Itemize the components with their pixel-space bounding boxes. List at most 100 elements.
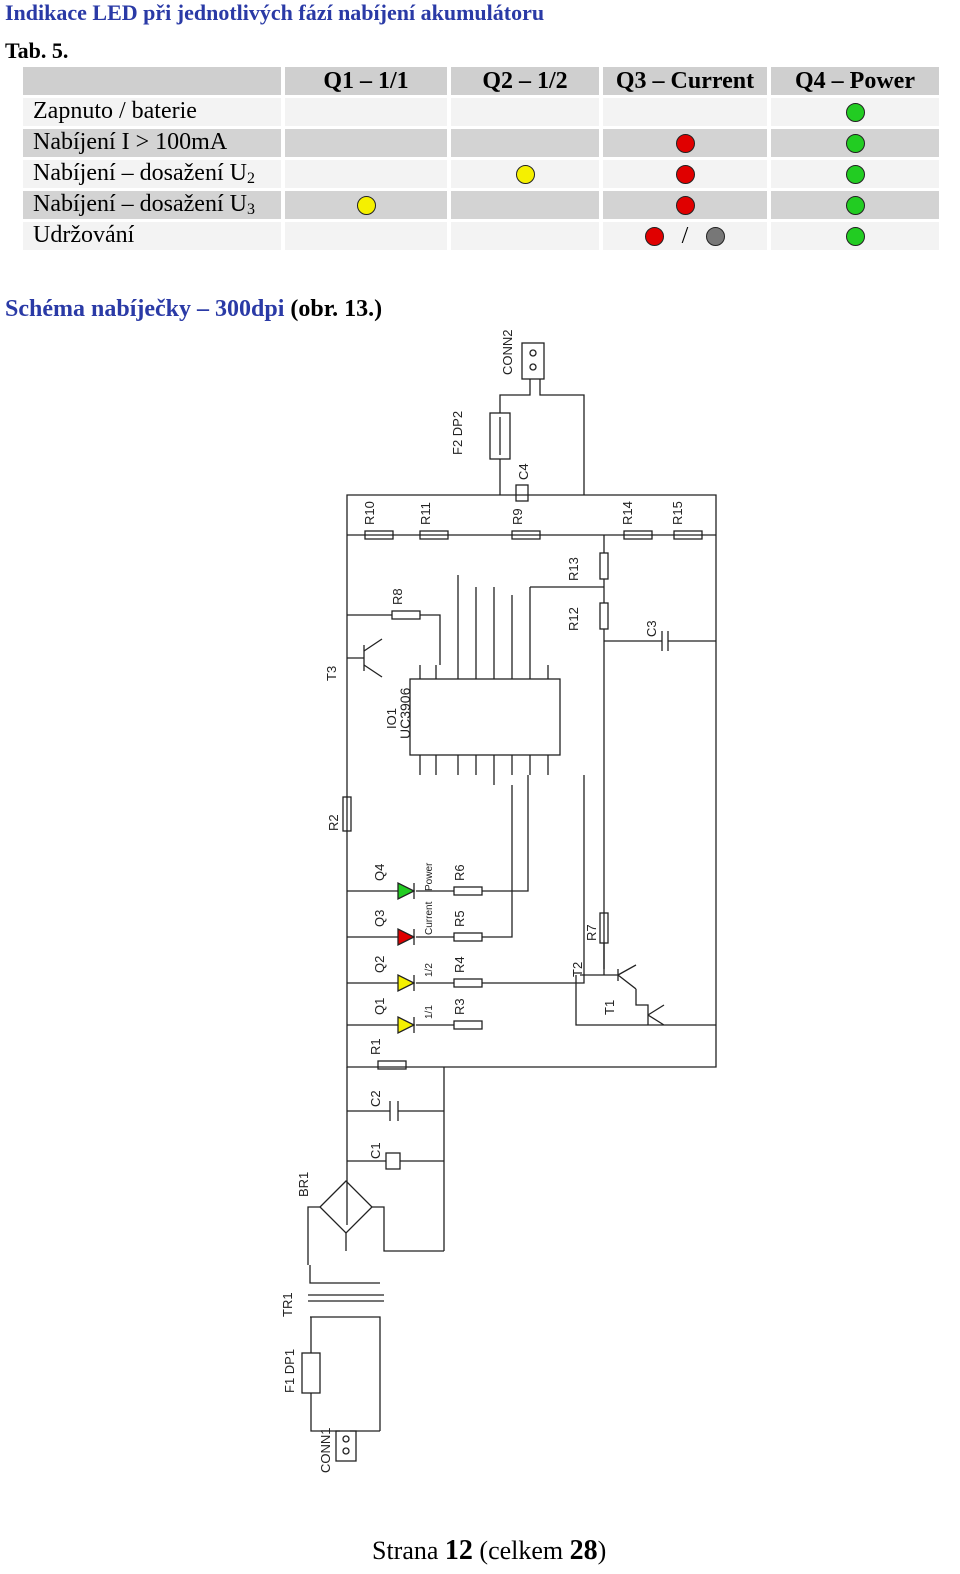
- red-led-icon: [675, 196, 695, 216]
- ic-part-label: UC3906: [397, 687, 413, 739]
- c4-label: C4: [516, 463, 531, 480]
- q1-cell: [285, 129, 447, 157]
- green-led-icon: [845, 196, 865, 216]
- header-cell-q2: Q2 – 1/2: [451, 67, 599, 95]
- conn1-label: CONN1: [318, 1427, 333, 1473]
- r14-label: R14: [620, 501, 635, 525]
- t2-label: T2: [570, 962, 585, 977]
- q2-cell: [451, 160, 599, 188]
- q2-cell: [451, 222, 599, 250]
- conn2-connector: CONN2: [500, 329, 545, 380]
- led-indication-table: Q1 – 1/1 Q2 – 1/2 Q3 – Current Q4 – Powe…: [19, 64, 943, 253]
- q3-cell: [603, 129, 767, 157]
- green-led-icon: [845, 103, 865, 123]
- q3-cell: [603, 191, 767, 219]
- led-q4: [347, 881, 483, 901]
- c1-label: C1: [368, 1142, 383, 1159]
- wire: [499, 379, 585, 495]
- r5-label: R5: [452, 910, 467, 927]
- q1-cell: [285, 160, 447, 188]
- current-label: Current: [424, 901, 435, 935]
- resistor-r8: [347, 610, 441, 665]
- row-label: Nabíjení I > 100mA: [23, 129, 281, 157]
- r12-label: R12: [566, 607, 581, 631]
- table-row: Nabíjení I > 100mA: [23, 129, 939, 157]
- half-label: 1/2: [424, 963, 435, 977]
- red-led-icon: [644, 226, 664, 246]
- charger-schematic: CONN2 F2 DP2 C4 R10 R11 R9 R14 R15 R13 R…: [280, 329, 717, 1473]
- led-q2: [347, 973, 483, 993]
- r2-label: R2: [326, 814, 341, 831]
- conn2-label: CONN2: [500, 329, 515, 375]
- footer-prefix: Strana: [372, 1536, 445, 1565]
- header-cell-q3: Q3 – Current: [603, 67, 767, 95]
- footer-middle: (celkem: [472, 1536, 570, 1565]
- power-label: Power: [424, 862, 435, 891]
- table-row: Udržování /: [23, 222, 939, 250]
- q4-cell: [771, 222, 939, 250]
- q4-label: Q4: [372, 864, 387, 881]
- r1-label: R1: [368, 1038, 383, 1055]
- dp1-label: F1 DP1: [282, 1349, 297, 1393]
- row-label: Nabíjení – dosažení U2: [23, 160, 281, 188]
- transistor-t3: [347, 638, 383, 678]
- row-label: Udržování: [23, 222, 281, 250]
- led-q3: [347, 927, 483, 947]
- gray-led-icon: [706, 226, 726, 246]
- fuse-dp2: F2 DP2: [450, 411, 511, 460]
- header-cell-q4: Q4 – Power: [771, 67, 939, 95]
- q1-cell: [285, 191, 447, 219]
- wire: [482, 775, 585, 984]
- row-label: Zapnuto / baterie: [23, 98, 281, 126]
- transistor-stage: [575, 912, 716, 1026]
- dp2-label: F2 DP2: [450, 411, 465, 455]
- r3-label: R3: [452, 998, 467, 1015]
- r11-label: R11: [418, 502, 433, 525]
- q1-label: Q1: [372, 998, 387, 1015]
- q3-cell: [603, 160, 767, 188]
- resistor-r13-r12: [530, 535, 716, 975]
- q3-label: Q3: [372, 910, 387, 927]
- page-total: 28: [569, 1535, 598, 1566]
- c2-label: C2: [368, 1090, 383, 1107]
- yellow-led-icon: [356, 196, 376, 216]
- io1-label: IO1: [384, 708, 399, 729]
- green-led-icon: [845, 165, 865, 185]
- header-cell-blank: [23, 67, 281, 95]
- page-heading: Indikace LED při jednotlivých fází nabíj…: [5, 0, 545, 25]
- r13-label: R13: [566, 557, 581, 581]
- br1-label: BR1: [296, 1172, 311, 1197]
- table-row: Nabíjení – dosažení U2: [23, 160, 939, 188]
- header-cell-q1: Q1 – 1/1: [285, 67, 447, 95]
- q4-cell: [771, 129, 939, 157]
- resistor-r2: [342, 796, 352, 832]
- green-led-icon: [845, 134, 865, 154]
- r15-label: R15: [670, 501, 685, 525]
- q2-cell: [451, 191, 599, 219]
- red-led-icon: [675, 134, 695, 154]
- ic-uc3906: [409, 575, 561, 785]
- table-row: Zapnuto / baterie: [23, 98, 939, 126]
- lower-supply: [301, 1060, 445, 1462]
- q4-cell: [771, 160, 939, 188]
- page-number: 12: [444, 1535, 473, 1566]
- row-label: Nabíjení – dosažení U3: [23, 191, 281, 219]
- q4-cell: [771, 98, 939, 126]
- table-row: Nabíjení – dosažení U3: [23, 191, 939, 219]
- schematic-title: Schéma nabíječky – 300dpi (obr. 13.): [5, 296, 382, 323]
- table-label: Tab. 5.: [5, 38, 69, 63]
- red-led-icon: [675, 165, 695, 185]
- full-label: 1/1: [424, 1005, 435, 1019]
- c3-label: C3: [644, 620, 659, 637]
- r8-label: R8: [390, 588, 405, 605]
- t3-label: T3: [324, 666, 339, 681]
- resistor-row-top: [347, 530, 716, 540]
- page-footer: Strana 12 (celkem 28): [372, 1535, 606, 1567]
- tr1-label: TR1: [280, 1292, 295, 1317]
- r9-label: R9: [510, 508, 525, 525]
- r4-label: R4: [452, 956, 467, 973]
- r6-label: R6: [452, 864, 467, 881]
- q1-cell: [285, 222, 447, 250]
- schematic-title-figure-ref: (obr. 13.): [290, 296, 383, 322]
- r10-label: R10: [362, 501, 377, 525]
